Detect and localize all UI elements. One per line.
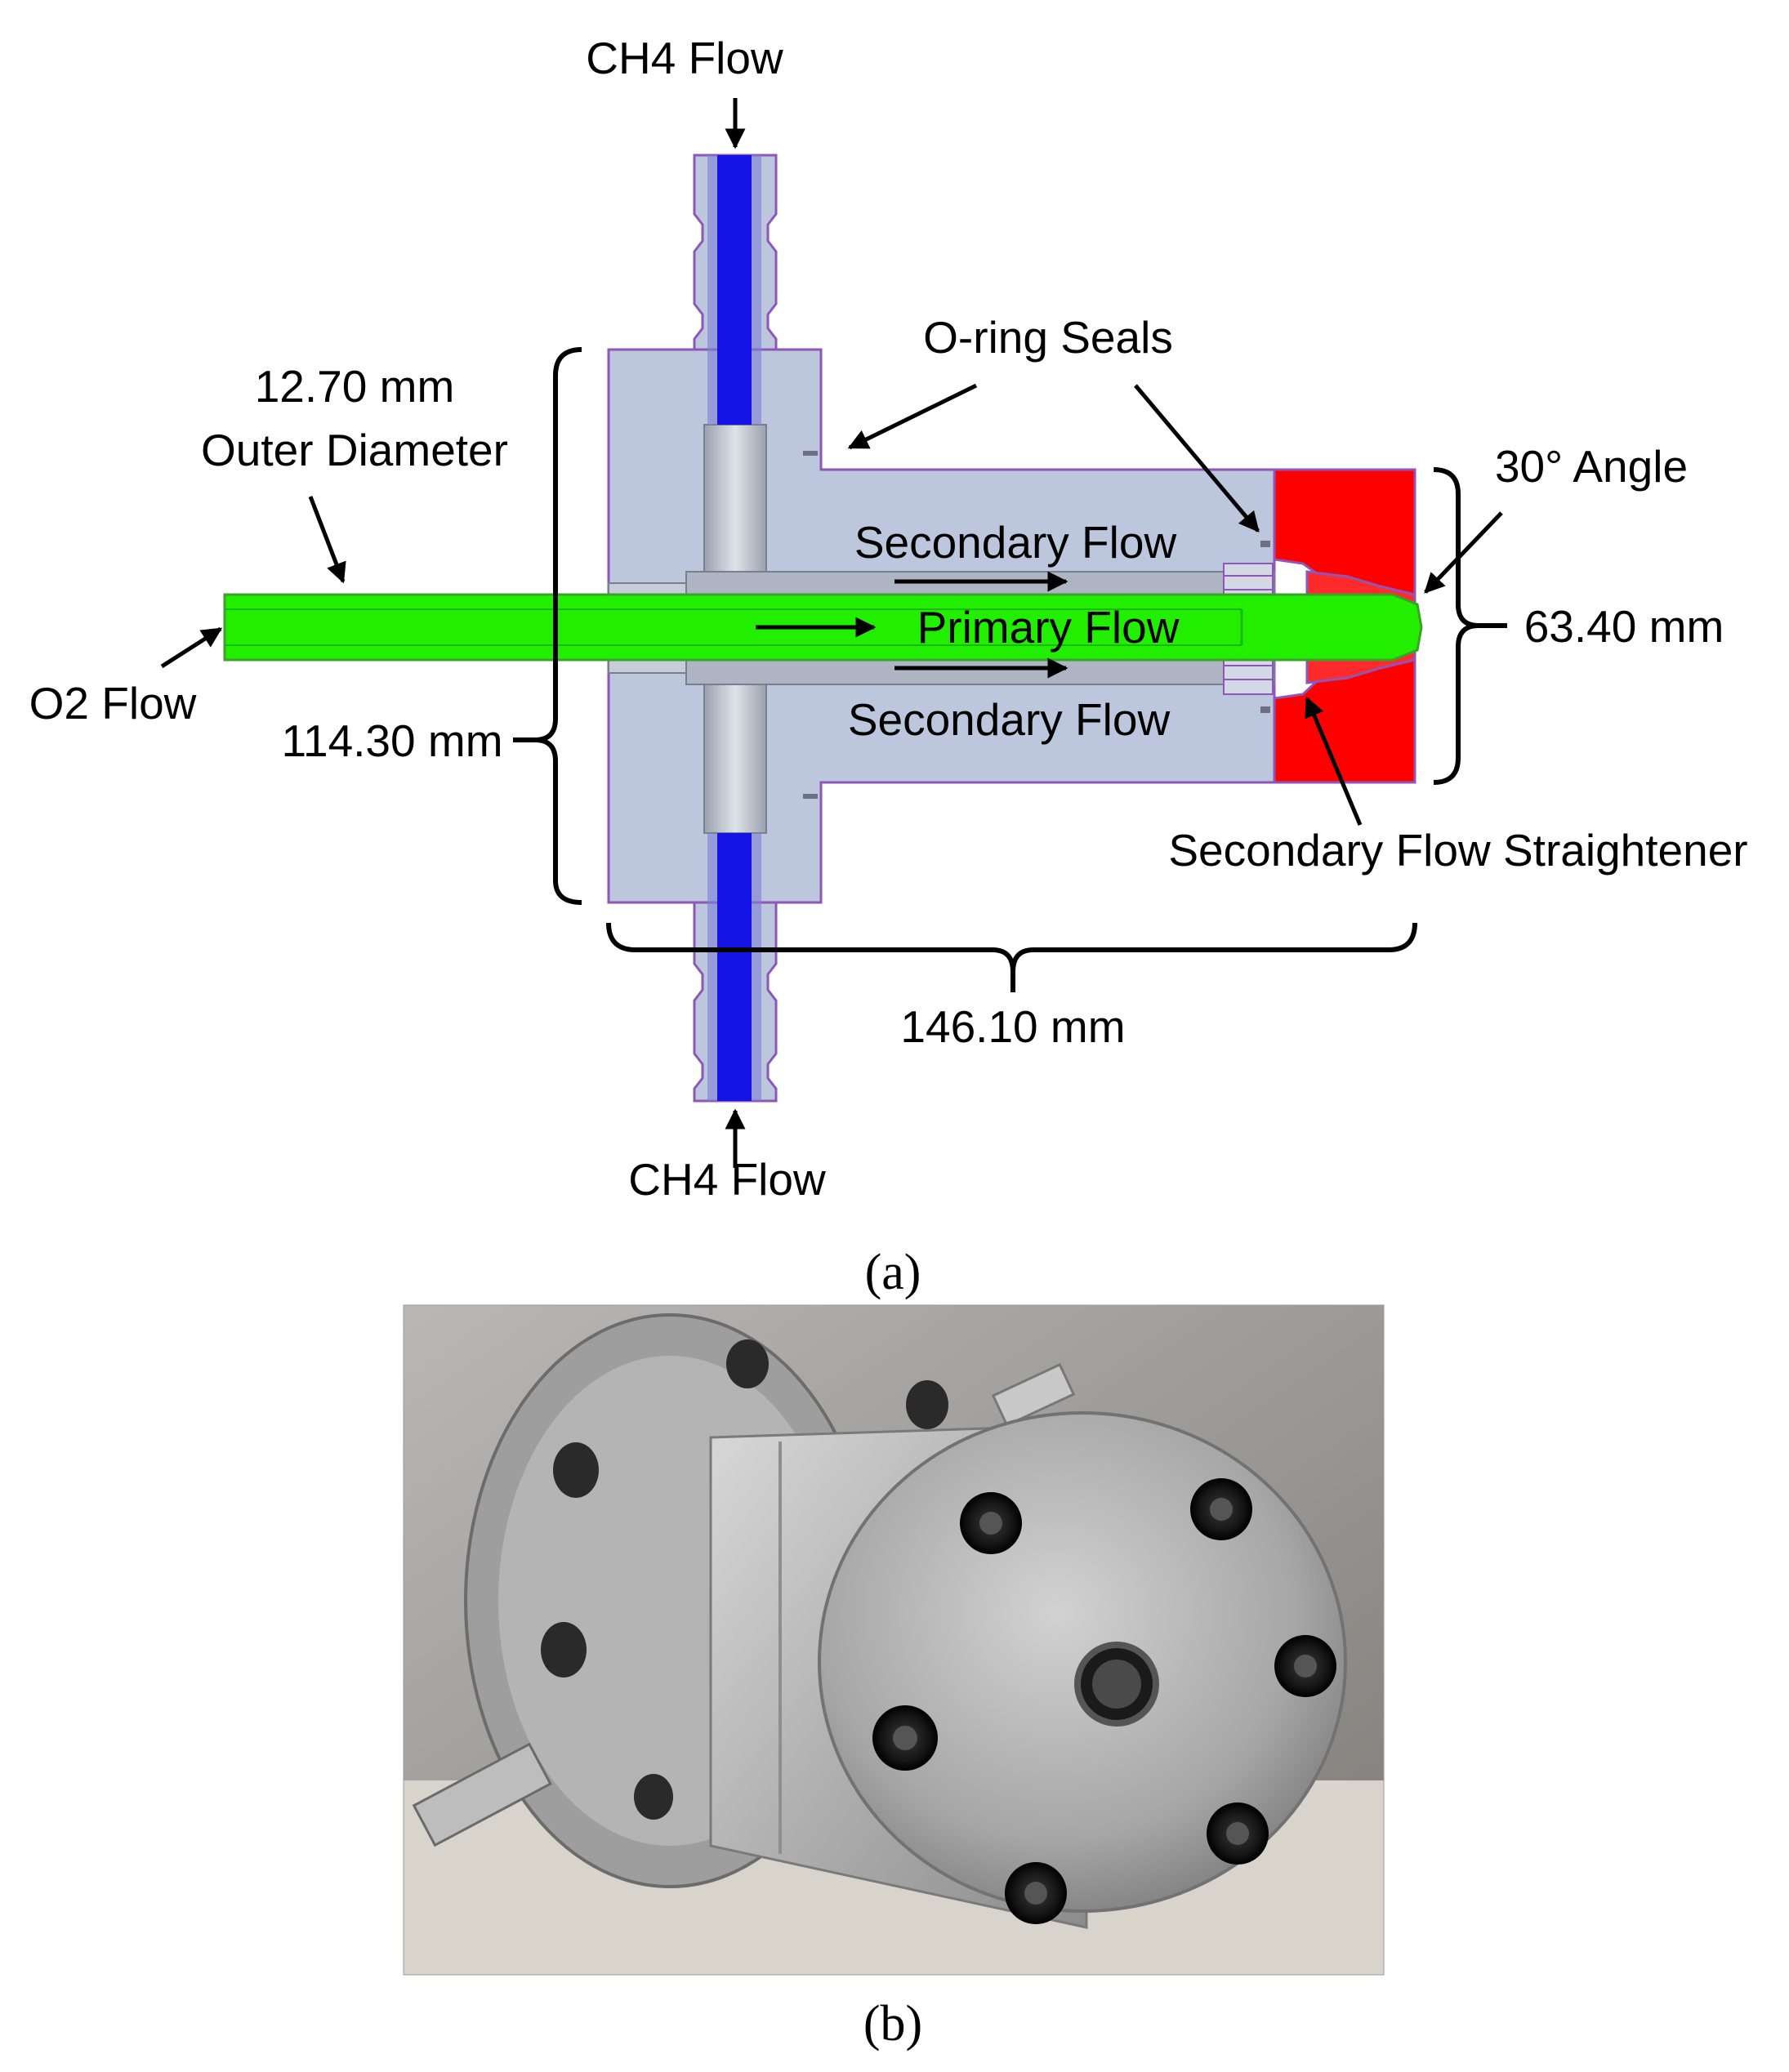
injector-photo <box>404 1305 1384 1975</box>
schematic-panel: CH4 Flow CH4 Flow O-ring Seals 12.70 mm … <box>29 33 1748 1300</box>
straightener-arrow <box>1305 696 1363 826</box>
ch4-flow-bottom-label: CH4 Flow <box>628 1154 826 1205</box>
o-ring-arrow-flange <box>847 383 978 450</box>
o2-arrow <box>160 626 223 669</box>
angle-arrow <box>1424 511 1503 594</box>
o-ring-arrow-cap <box>1134 384 1260 532</box>
primary-flow-label: Primary Flow <box>917 602 1180 653</box>
secondary-flow-top-label: Secondary Flow <box>854 517 1177 568</box>
o2-flow-label: O2 Flow <box>29 678 197 729</box>
angle-label: 30° Angle <box>1495 441 1688 492</box>
photo-bolts <box>872 1478 1336 1924</box>
flow-straightener-label: Secondary Flow Straightener <box>1168 825 1747 876</box>
secondary-flow-bottom-label: Secondary Flow <box>848 694 1171 745</box>
o-ring-groove-cap-top <box>1260 541 1270 547</box>
o-ring-seals-label: O-ring Seals <box>923 312 1173 363</box>
ch4-flow-top-label: CH4 Flow <box>586 33 783 83</box>
dim-length-label: 146.10 mm <box>900 1001 1125 1052</box>
o-ring-groove-cap-bottom <box>1260 706 1270 713</box>
fuel-channel-top <box>717 155 752 425</box>
photo-panel: (b) <box>403 1304 1385 2052</box>
o-ring-groove-flange-bottom <box>803 794 818 799</box>
dim-height-right-label: 63.40 mm <box>1524 601 1724 652</box>
outer-diameter-caption-label: Outer Diameter <box>201 425 508 475</box>
photo-side-fitting-bottom <box>412 1742 552 1847</box>
fuel-channel-bottom <box>717 833 752 1101</box>
outer-diameter-arrow <box>308 496 346 584</box>
o-ring-groove-flange-top <box>803 451 818 456</box>
bracket-height-right <box>1433 467 1479 785</box>
panel-b-label: (b) <box>863 1996 922 2052</box>
panel-a-label: (a) <box>865 1245 921 1300</box>
dim-height-left-label: 114.30 mm <box>281 715 502 766</box>
photo-side-fitting-top <box>991 1362 1076 1428</box>
outer-diameter-value-label: 12.70 mm <box>255 361 455 412</box>
